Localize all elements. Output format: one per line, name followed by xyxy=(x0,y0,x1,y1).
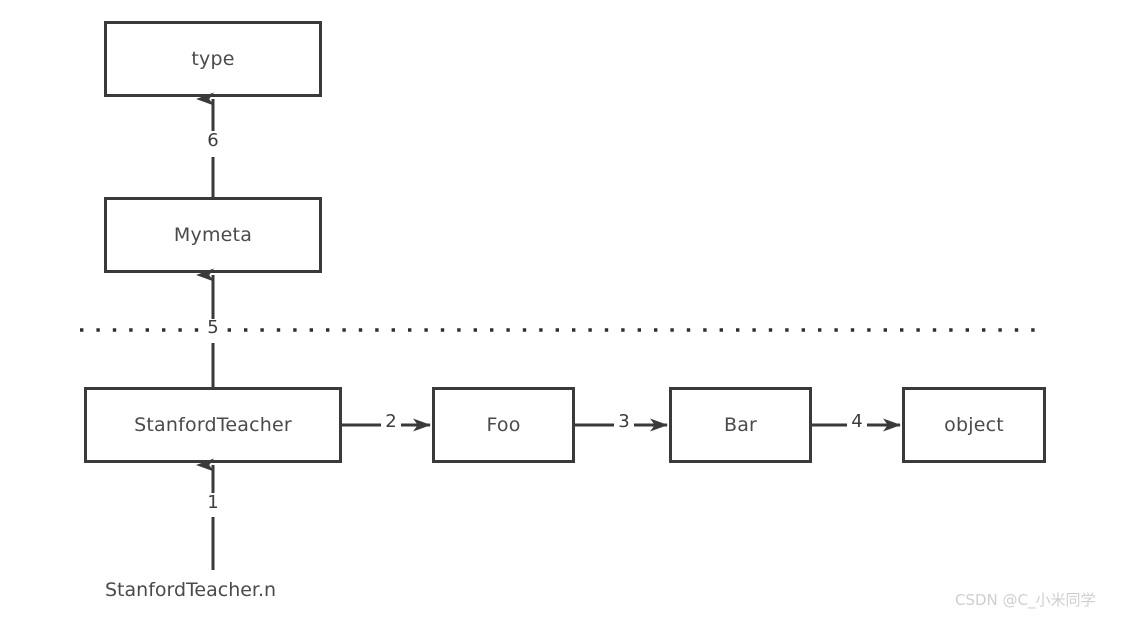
edge-label-4: 4 xyxy=(847,413,867,437)
edge-label-6: 6 xyxy=(203,131,223,157)
node-bar[interactable] xyxy=(669,387,812,463)
node-stanfordteacher[interactable] xyxy=(84,387,342,463)
node-mymeta[interactable] xyxy=(104,197,322,273)
node-type[interactable] xyxy=(104,21,322,97)
instance-label: StanfordTeacher.n xyxy=(105,579,277,601)
node-foo[interactable] xyxy=(432,387,575,463)
edge-label-5: 5 xyxy=(203,319,223,343)
edge-label-1: 1 xyxy=(203,493,223,517)
watermark: CSDN @C_小米同学 xyxy=(955,591,1096,609)
edge-label-2: 2 xyxy=(381,413,401,437)
edge-label-3: 3 xyxy=(614,413,634,437)
node-object[interactable] xyxy=(902,387,1046,463)
